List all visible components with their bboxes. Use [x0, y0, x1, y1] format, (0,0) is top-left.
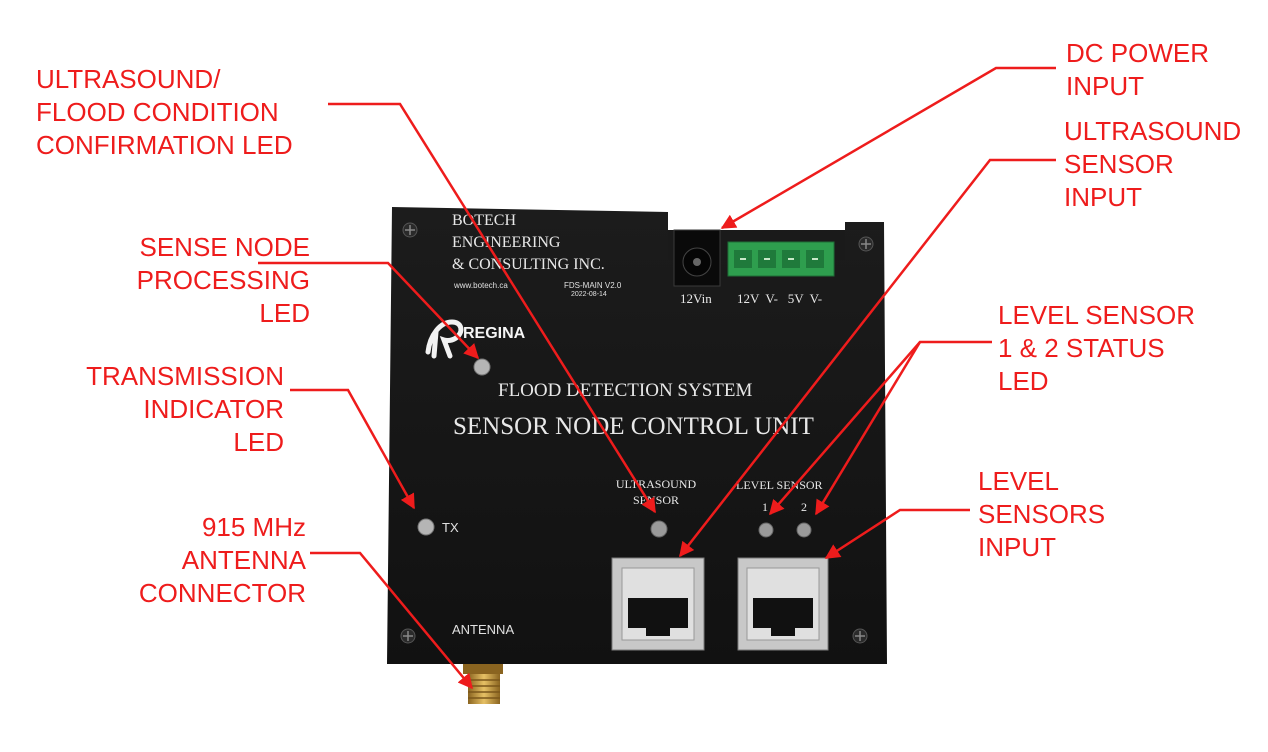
level-sensor-label: LEVEL SENSOR [736, 478, 823, 492]
screw-bottom-right [852, 628, 868, 644]
callout-ultrasound-input: ULTRASOUND SENSOR INPUT [1064, 116, 1242, 212]
leader-level-led-1 [769, 340, 992, 516]
sense-node-led [473, 358, 491, 376]
regina-logo-text: REGINA [463, 325, 526, 342]
ultrasound-led [650, 520, 668, 538]
date-text: 2022-08-14 [571, 291, 607, 298]
leader-antenna [310, 551, 473, 690]
level-led-1 [758, 522, 774, 538]
callout-transmission-led: TRANSMISSION INDICATOR LED [86, 361, 284, 457]
terminal-label: 12V V- 5V V- [737, 291, 823, 306]
callout-level-sensor-led: LEVEL SENSOR 1 & 2 STATUS LED [998, 300, 1196, 396]
website-text: www.botech.ca [454, 281, 508, 290]
callout-dc-power: DC POWER INPUT [1066, 38, 1209, 101]
leader-transmission-led [290, 388, 416, 510]
dc-power-jack [673, 229, 721, 287]
level-sensor-2-label: 2 [801, 500, 807, 514]
leader-level-sensors-input [824, 508, 970, 560]
screw-bottom-left [400, 628, 416, 644]
leader-sense-node-led [258, 261, 480, 360]
level-led-2 [796, 522, 812, 538]
company-name-line3: & CONSULTING INC. [452, 256, 605, 273]
leader-dc-power [720, 66, 1056, 230]
level-sensor-1-label: 1 [762, 500, 768, 514]
antenna-label: ANTENNA [452, 622, 515, 637]
callout-antenna-connector: 915 MHz ANTENNA CONNECTOR [138, 512, 306, 608]
ultrasound-rj45-jack [611, 557, 705, 651]
leader-ultrasound-input [679, 158, 1056, 558]
leader-ultrasound-led [328, 102, 657, 514]
enclosure-body [387, 207, 887, 664]
regina-logo-mark [425, 319, 464, 359]
callout-ultrasound-led: ULTRASOUND/ FLOOD CONDITION CONFIRMATION… [36, 64, 293, 160]
leader-level-led-2 [814, 341, 922, 516]
tx-led [417, 518, 435, 536]
callout-level-sensors-input: LEVEL SENSORS INPUT [978, 466, 1106, 562]
callout-sense-node-led: SENSE NODE PROCESSING LED [136, 232, 310, 328]
screw-top-right [858, 236, 874, 252]
company-name-line1: BOTECH [452, 212, 516, 229]
screw-top-left [402, 222, 418, 238]
model-text: FDS-MAIN V2.0 [564, 281, 622, 290]
power-label: 12Vin [680, 291, 712, 306]
tx-label: TX [442, 520, 459, 535]
unit-title: SENSOR NODE CONTROL UNIT [453, 413, 814, 440]
system-title: FLOOD DETECTION SYSTEM [498, 380, 753, 401]
level-sensors-rj45-jack [737, 557, 829, 651]
antenna-sma-connector [463, 664, 503, 704]
company-name-line2: ENGINEERING [452, 234, 561, 251]
terminal-block [727, 241, 835, 277]
